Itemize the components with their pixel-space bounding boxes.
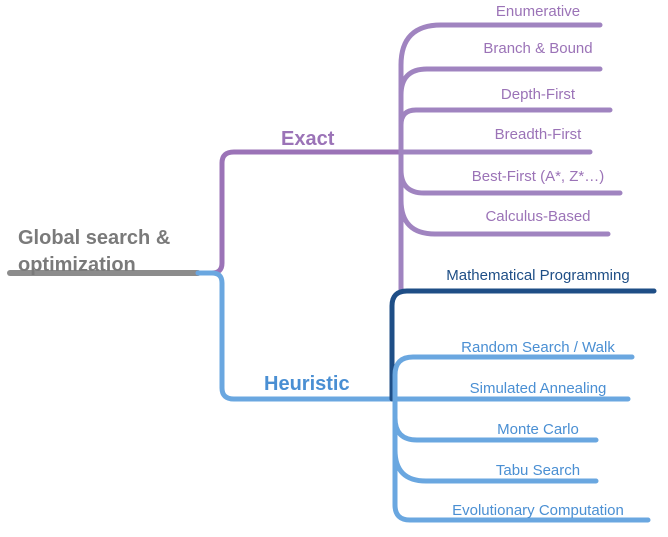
leaf-branch-bound: Branch & Bound — [483, 40, 593, 57]
exact-edge-calculus — [398, 197, 611, 237]
exact-trunk — [398, 22, 603, 155]
branch-exact-label: Exact — [281, 128, 335, 150]
leaf-depth-first: Depth-First — [500, 86, 576, 103]
connector-exact — [195, 149, 403, 276]
root-label: Global search & optimization — [18, 225, 198, 279]
leaf-random-search: Random Search / Walk — [461, 339, 615, 356]
leaf-evolutionary-computation: Evolutionary Computation — [452, 502, 624, 519]
exact-edge-branch-bound — [398, 66, 603, 98]
leaf-tabu-search: Tabu Search — [495, 462, 581, 479]
leaf-best-first: Best-First (A*, Z*…) — [471, 168, 605, 185]
exact-edge-depth-first — [398, 107, 613, 128]
exact-edge-best-first — [398, 167, 623, 196]
math-connector — [389, 288, 657, 402]
leaf-enumerative: Enumerative — [495, 3, 581, 20]
leaf-mathematical-programming: Mathematical Programming — [446, 267, 630, 284]
leaf-breadth-first: Breadth-First — [494, 126, 582, 143]
root-label-line2: optimization — [18, 254, 136, 276]
leaf-calculus-based: Calculus-Based — [485, 208, 591, 225]
heuristic-trunk — [392, 354, 635, 402]
leaf-monte-carlo: Monte Carlo — [497, 421, 579, 438]
heuristic-edge-evolutionary — [392, 417, 651, 523]
root-label-line1: Global search & — [18, 227, 171, 249]
leaf-simulated-annealing: Simulated Annealing — [469, 380, 607, 397]
connector-heuristic — [195, 270, 398, 402]
branch-heuristic-label: Heuristic — [264, 373, 350, 395]
